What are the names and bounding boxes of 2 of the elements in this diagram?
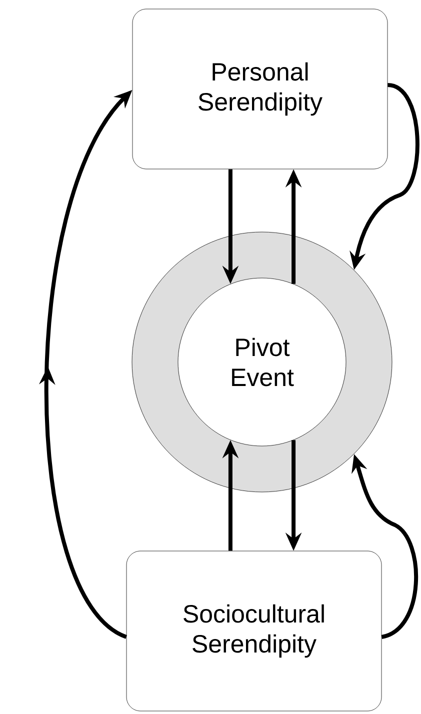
process-box: Sociocultural Serendipity	[126, 550, 382, 712]
process-box: Personal Serendipity	[132, 8, 388, 170]
